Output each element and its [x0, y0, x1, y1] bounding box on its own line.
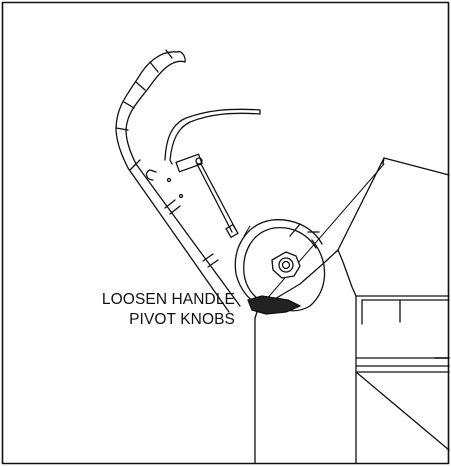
pivot-knob	[271, 251, 301, 279]
pivot-bracket	[234, 219, 326, 312]
handle-bar	[115, 49, 241, 313]
loosen-handle-callout: LOOSEN HANDLE PIVOT KNOBS	[5, 290, 235, 330]
callout-line-2: PIVOT KNOBS	[129, 311, 235, 328]
control-lever	[164, 108, 261, 238]
lower-knob-highlight	[247, 295, 301, 315]
callout-line-1: LOOSEN HANDLE	[101, 291, 235, 308]
